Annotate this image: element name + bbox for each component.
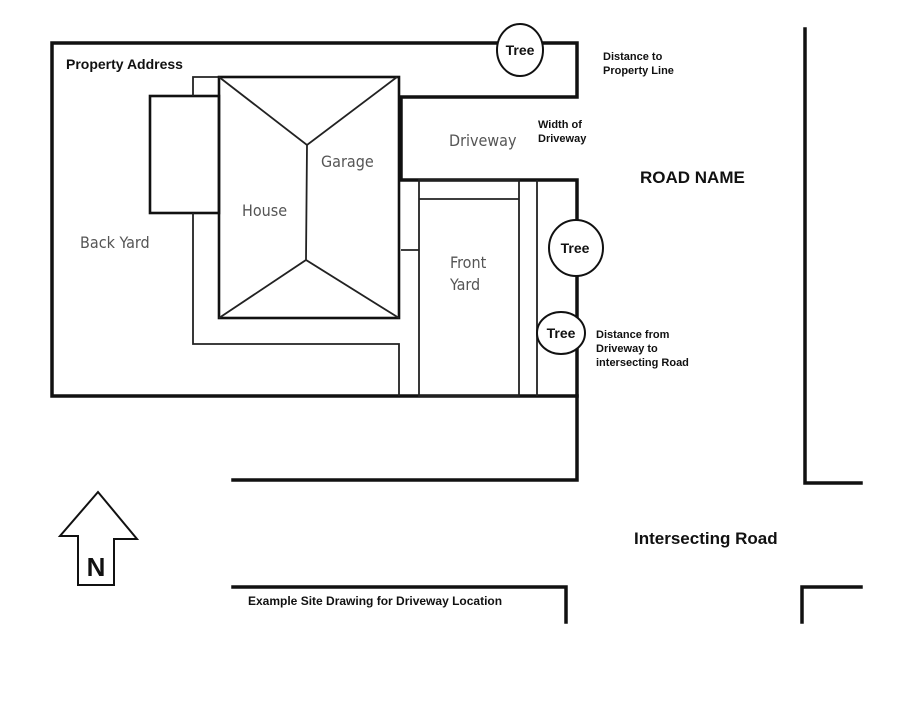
distance-driveway-road-label-2: Driveway to bbox=[596, 343, 658, 355]
property-boundary bbox=[50, 41, 579, 398]
garage-label: Garage bbox=[321, 152, 374, 171]
road-edge-right-lower bbox=[800, 585, 863, 624]
distance-driveway-road-label-1: Distance from bbox=[596, 329, 670, 341]
road-name-label: ROAD NAME bbox=[640, 168, 745, 187]
back-porch bbox=[148, 94, 221, 215]
walkway bbox=[192, 76, 400, 396]
front-yard bbox=[418, 179, 520, 397]
distance-to-property-line-label-2: Property Line bbox=[603, 65, 674, 77]
distance-driveway-road-label-3: intersecting Road bbox=[596, 357, 689, 369]
back-yard-label: Back Yard bbox=[80, 233, 150, 252]
drawing-title: Example Site Drawing for Driveway Locati… bbox=[248, 594, 502, 608]
property-address-label: Property Address bbox=[66, 56, 183, 72]
front-yard-label-2: Yard bbox=[449, 275, 480, 294]
front-yard-label-1: Front bbox=[450, 253, 487, 272]
tree-front-upper bbox=[548, 219, 604, 277]
width-of-driveway-label-1: Width of bbox=[538, 119, 582, 131]
driveway-apron-edge bbox=[231, 394, 579, 482]
house-roof bbox=[217, 75, 401, 320]
tree-top-label: Tree bbox=[506, 42, 535, 58]
width-of-driveway-label-2: Driveway bbox=[538, 133, 587, 145]
north-arrow-icon bbox=[57, 490, 140, 586]
tree-front-upper-label: Tree bbox=[561, 240, 590, 256]
north-label: N bbox=[87, 552, 106, 582]
intersecting-road-label: Intersecting Road bbox=[634, 529, 778, 548]
driveway-label: Driveway bbox=[449, 131, 517, 150]
tree-front-lower-label: Tree bbox=[547, 325, 576, 341]
house-label: House bbox=[242, 201, 287, 220]
tree-front-lower bbox=[536, 311, 586, 355]
tree-top bbox=[496, 23, 544, 77]
distance-to-property-line-label-1: Distance to bbox=[603, 51, 663, 63]
road-edge-right-upper bbox=[803, 27, 863, 485]
roof-ridges bbox=[218, 76, 400, 319]
intersecting-road-edge-bottom bbox=[231, 585, 568, 624]
